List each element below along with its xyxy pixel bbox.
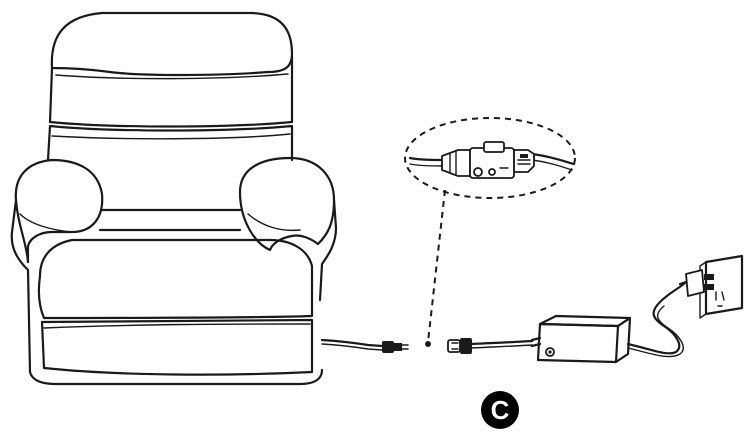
chair-base [28, 368, 324, 386]
power-transformer [530, 314, 632, 364]
wall-socket-slots [715, 291, 725, 307]
wall-socket [678, 254, 744, 319]
chair-footrest [40, 318, 314, 376]
callout-male-plug [441, 149, 471, 177]
callout-ellipse [404, 117, 576, 199]
recliner-chair [10, 11, 338, 386]
callout-leader [427, 189, 446, 343]
chair-right-side [318, 198, 338, 302]
chair-right-arm-inner [247, 213, 301, 232]
chair-right-arm [238, 156, 336, 252]
callout-female-plug [513, 149, 535, 173]
step-badge-circle [481, 391, 519, 429]
chair-back-seam-lower [51, 133, 291, 140]
callout-cable-right [530, 152, 576, 166]
wall-plug [678, 269, 714, 297]
chair-plug-connector [382, 341, 409, 353]
transformer-side-plug [447, 338, 472, 354]
step-badge-label: C [491, 395, 510, 425]
transformer-side [614, 316, 632, 364]
callout-coupler-hole [473, 167, 483, 177]
transformer-dc-cable [470, 339, 534, 346]
callout-cable-left [408, 156, 444, 162]
callout-coupler-body [469, 141, 515, 179]
chair-footrest-fold [43, 323, 311, 329]
chair-headrest [50, 11, 294, 77]
chair-left-arm-inner [19, 213, 73, 233]
connector-detail-callout [404, 117, 576, 347]
wall-socket-plate [704, 254, 744, 316]
chair-inner-back [98, 208, 242, 232]
chair-power-cable [320, 338, 409, 353]
chair-seat-cushion [37, 238, 314, 320]
transformer-ac-cord [626, 280, 688, 355]
chair-back-upper [48, 54, 294, 128]
step-badge: C [481, 391, 519, 429]
chair-left-side [10, 198, 32, 374]
callout-pointer-dot [425, 341, 431, 347]
chair-back-lower [46, 124, 294, 162]
chair-back-seam-upper [55, 73, 289, 80]
chair-left-arm [14, 158, 104, 264]
